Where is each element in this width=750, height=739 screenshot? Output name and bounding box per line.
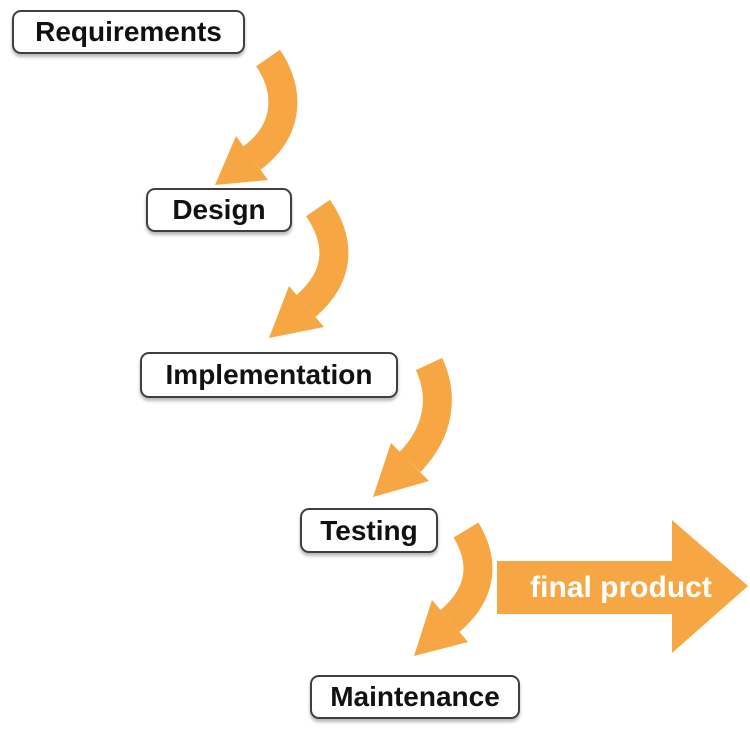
stage-box-maintenance: Maintenance (310, 675, 520, 719)
final-product-arrow (497, 520, 748, 653)
stage-box-testing: Testing (300, 508, 438, 553)
stage-label-testing: Testing (320, 514, 418, 546)
stage-label-design: Design (172, 194, 266, 225)
stage-box-implementation: Implementation (140, 352, 398, 398)
stage-label-maintenance: Maintenance (330, 681, 500, 712)
stage-box-design: Design (146, 188, 292, 232)
curved-arrow-requirements-to-design (215, 49, 298, 185)
stage-box-requirements: Requirements (12, 10, 245, 54)
stage-label-requirements: Requirements (35, 16, 222, 47)
arrowhead-icon (269, 286, 324, 338)
stage-label-implementation: Implementation (165, 359, 373, 390)
curved-arrow-design-to-implementation (269, 199, 349, 338)
curved-arrow-testing-to-maintenance (414, 522, 493, 656)
curved-arrow-implementation-to-testing (373, 357, 452, 497)
arrowhead-icon (414, 600, 468, 656)
arrowhead-icon (215, 136, 268, 185)
arrowhead-icon (373, 443, 429, 497)
